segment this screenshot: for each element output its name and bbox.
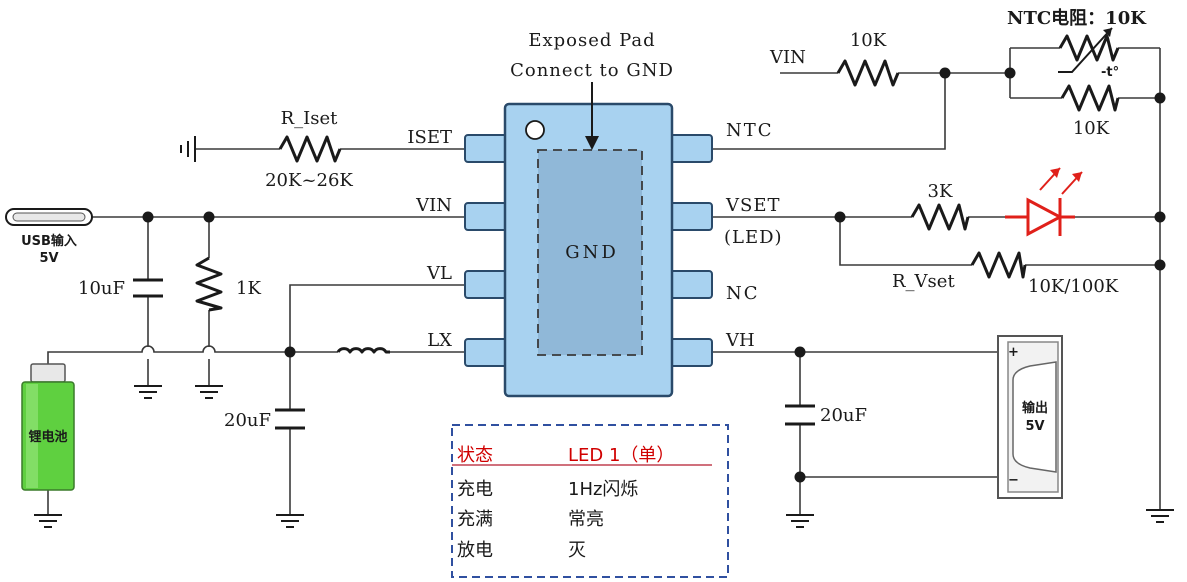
resistor-10k-ntc-parallel [1060, 84, 1120, 112]
ground-symbol-iset [180, 136, 196, 162]
output-label-1: 输出 [1022, 400, 1048, 416]
pin-label-led: (LED) [724, 227, 783, 248]
r-iset-name: R_Iset [281, 108, 339, 129]
pin-label-nc: NC [726, 283, 760, 304]
pin-iset [464, 134, 508, 163]
resistor-r-iset [278, 135, 342, 163]
inductor-lx [336, 347, 390, 354]
pin-label-vin: VIN [415, 195, 452, 216]
cap-out-value: 20uF [820, 405, 867, 426]
led-indicator [1005, 167, 1083, 237]
status-row-1-state: 充电 [457, 479, 493, 500]
ground-symbol-1k [195, 385, 223, 399]
ic-chip [464, 82, 713, 398]
pin-vh [669, 338, 713, 367]
ground-symbol-out [786, 514, 814, 528]
r-ntc-parallel-value: 10K [1073, 118, 1110, 139]
capacitor-10uf [133, 278, 163, 298]
pin-vset [669, 202, 713, 231]
ground-symbol-rail [1146, 509, 1174, 523]
pin-label-lx: LX [427, 330, 452, 351]
pin-label-vl: VL [426, 263, 452, 284]
status-row-2-led: 常亮 [568, 509, 604, 530]
r-vin-value: 10K [850, 30, 887, 51]
pin-label-vh: VH [725, 330, 755, 351]
led-light-arrow-icon-2 [1072, 172, 1082, 182]
pin-label-iset: ISET [407, 127, 452, 148]
exposed-pad [537, 149, 643, 356]
resistor-1k [195, 256, 223, 312]
output-plus: + [1008, 345, 1019, 360]
pin-nc [669, 270, 713, 299]
pin-vin [464, 202, 508, 231]
output-connector [997, 335, 1063, 499]
r-led-value: 3K [928, 181, 953, 202]
r-1k-value: 1K [236, 278, 261, 299]
usb-label-2: 5V [39, 251, 58, 266]
resistor-3k-led [910, 203, 970, 231]
usb-label-1: USB输入 [21, 233, 77, 249]
exposed-pad-label-1: Exposed Pad [528, 30, 655, 51]
resistor-10k-vin [836, 59, 900, 87]
ground-symbol-battery [34, 514, 62, 528]
battery-icon [21, 363, 75, 491]
cap-vl-value: 20uF [224, 410, 271, 431]
pad-arrow-icon [585, 136, 599, 150]
exposed-pad-label-2: Connect to GND [510, 60, 674, 81]
ntc-thermistor [1058, 27, 1120, 73]
status-header-state: 状态 [457, 445, 493, 466]
usb-connector-icon [5, 208, 93, 226]
vin-net-label: VIN [769, 47, 806, 68]
output-minus: − [1008, 473, 1019, 488]
ground-symbol-vl [276, 514, 304, 528]
r-iset-value: 20K~26K [265, 170, 353, 191]
capacitor-20uf-vl [275, 408, 305, 430]
output-label-2: 5V [1025, 419, 1044, 434]
pin-lx [464, 338, 508, 367]
capacitor-20uf-out [785, 404, 815, 426]
junction-dots [142, 67, 1166, 483]
pin-ntc [669, 134, 713, 163]
ntc-arrow-icon [1103, 28, 1112, 37]
pin-label-ntc: NTC [726, 120, 774, 141]
ntc-temp-symbol: -t° [1101, 65, 1119, 80]
status-row-1-led: 1Hz闪烁 [568, 479, 638, 500]
ntc-label: NTC电阻：10K [1007, 7, 1147, 29]
status-table-frame [451, 424, 729, 578]
status-row-3-led: 灭 [568, 540, 586, 561]
resistor-r-vset [970, 251, 1027, 279]
pin-label-vset: VSET [725, 195, 780, 216]
cap-in-value: 10uF [78, 278, 125, 299]
status-row-3-state: 放电 [457, 540, 493, 561]
status-row-2-state: 充满 [457, 509, 493, 530]
battery-label: 锂电池 [28, 429, 67, 445]
pin-vl [464, 270, 508, 299]
r-vset-value: 10K/100K [1028, 276, 1119, 297]
led-light-arrow-icon [1050, 168, 1060, 178]
status-header-led: LED 1（单） [568, 445, 674, 466]
r-vset-name: R_Vset [892, 271, 955, 292]
wires [47, 47, 1161, 515]
pin1-marker [525, 120, 545, 140]
gnd-label: GND [565, 242, 619, 263]
ground-symbol-cap-in [134, 385, 162, 399]
